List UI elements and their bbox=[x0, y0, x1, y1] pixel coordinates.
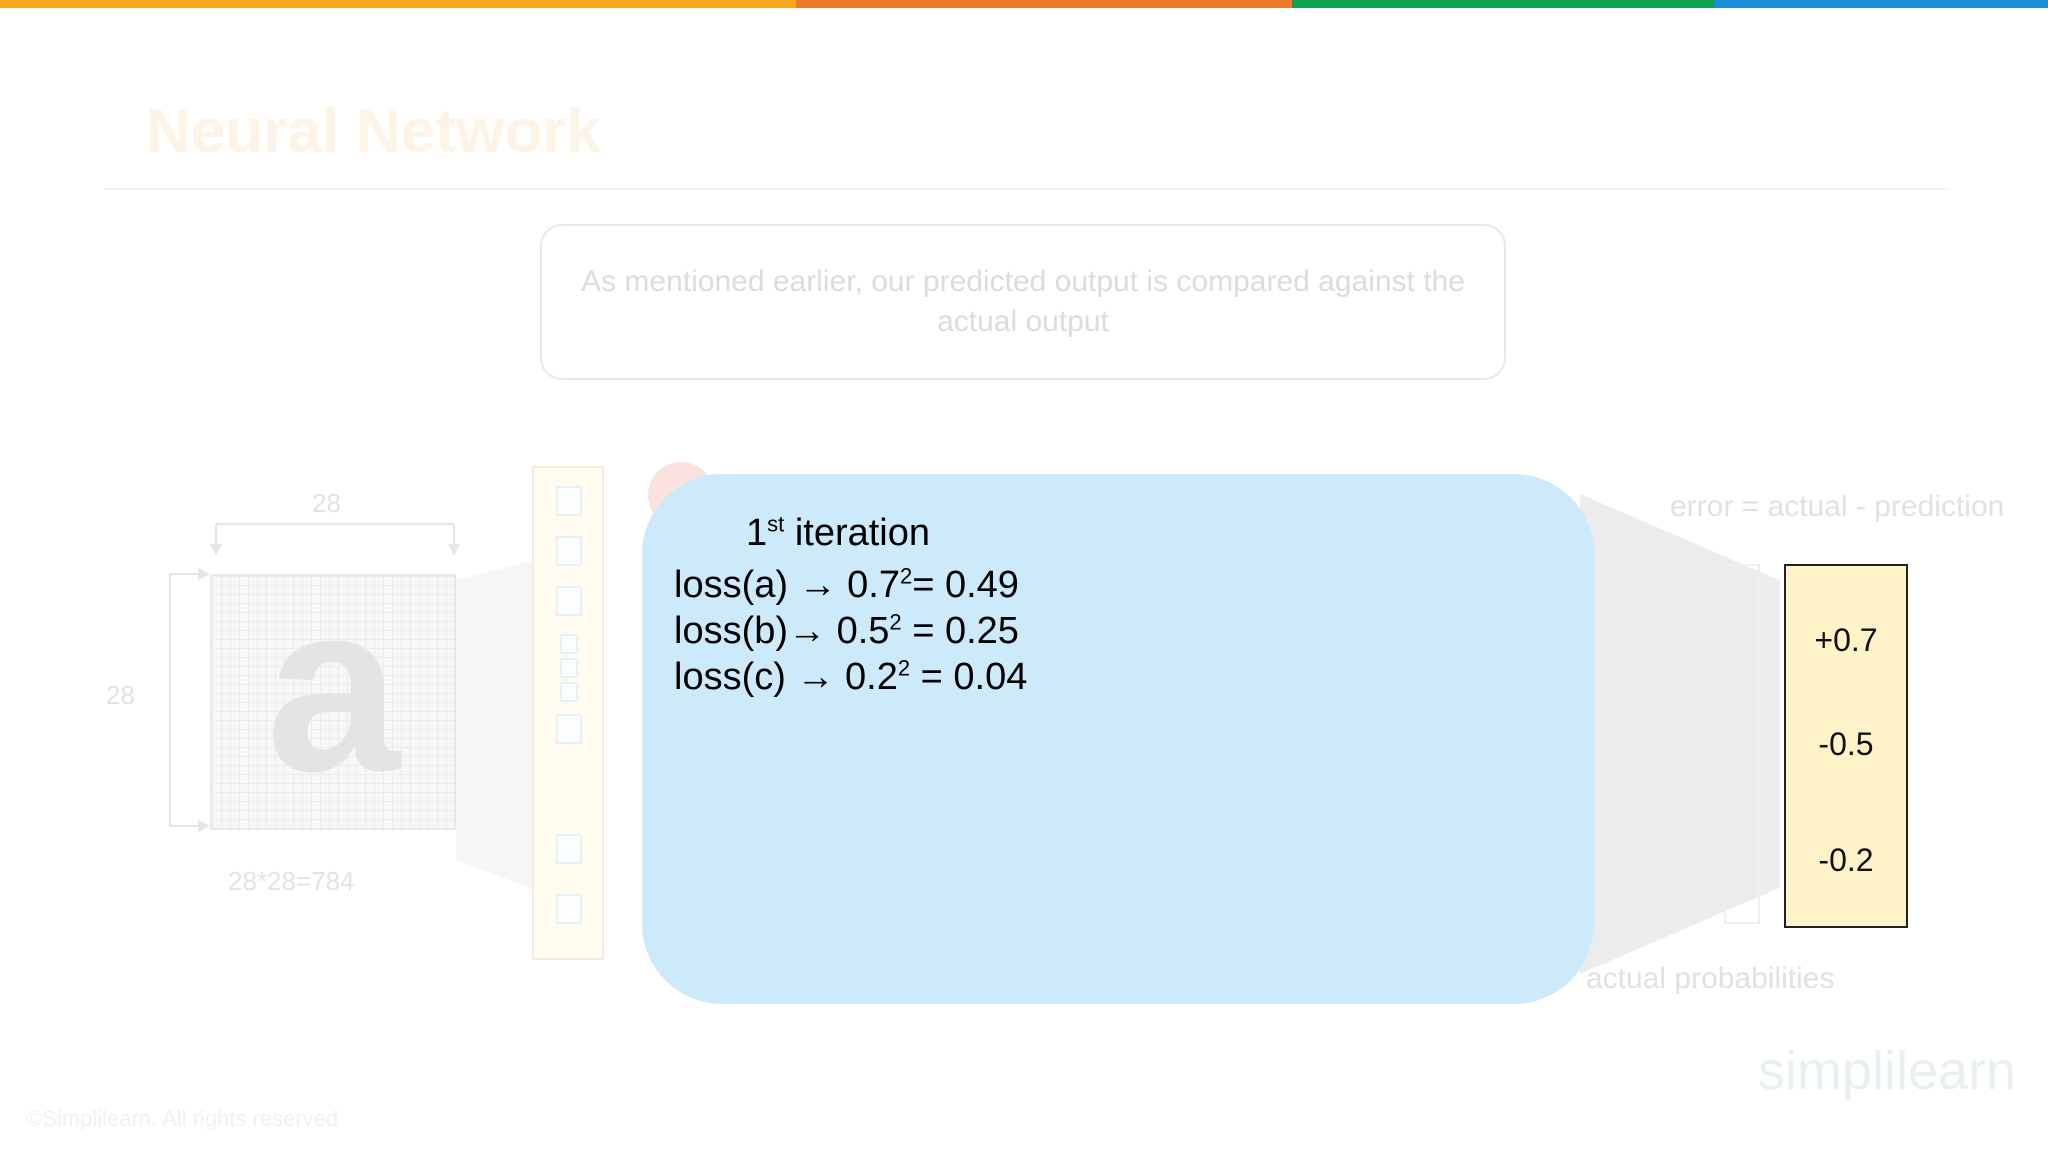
accent-segment-blue bbox=[1714, 0, 2048, 8]
error-value-c: -0.2 bbox=[1818, 842, 1874, 878]
loss-b-prefix: loss(b)→ 0.5 bbox=[674, 610, 890, 652]
title-divider bbox=[104, 188, 1950, 190]
input-image-grid: a bbox=[210, 567, 456, 830]
loss-line-a: loss(a) → 0.72= 0.49 bbox=[674, 564, 1019, 607]
input-neuron bbox=[556, 586, 582, 616]
error-value-b: -0.5 bbox=[1818, 726, 1874, 762]
error-value-a: +0.7 bbox=[1814, 622, 1878, 658]
input-neuron bbox=[556, 714, 582, 744]
letter-a-glyph: a bbox=[266, 553, 400, 821]
input-neuron bbox=[560, 634, 578, 654]
output-funnel bbox=[1580, 494, 1780, 974]
loss-c-exponent: 2 bbox=[897, 655, 911, 681]
loss-line-c: loss(c) → 0.22 = 0.04 bbox=[674, 656, 1027, 699]
width-dimension-arrow bbox=[210, 523, 460, 556]
input-neuron bbox=[560, 658, 578, 678]
slide-title: Neural Network bbox=[146, 97, 601, 166]
input-neuron bbox=[560, 682, 578, 702]
error-values-box: +0.7 -0.5 -0.2 bbox=[1784, 564, 1908, 928]
copyright-notice: ©Simplilearn. All rights reserved bbox=[26, 1106, 339, 1131]
callout-text: As mentioned earlier, our predicted outp… bbox=[581, 265, 1465, 338]
loss-a-prefix: loss(a) → 0.7 bbox=[674, 564, 900, 606]
width-label: 28 bbox=[312, 488, 341, 518]
iteration-number: 1 bbox=[746, 512, 768, 554]
accent-segment-red bbox=[796, 0, 1292, 8]
iteration-word: iteration bbox=[794, 512, 931, 554]
loss-b-exponent: 2 bbox=[889, 609, 902, 635]
loss-calculation-panel bbox=[642, 474, 1594, 1004]
loss-line-b: loss(b)→ 0.52 = 0.25 bbox=[674, 610, 1019, 653]
loss-a-exponent: 2 bbox=[899, 563, 913, 589]
pixel-count-label: 28*28=784 bbox=[228, 866, 355, 896]
callout-box: As mentioned earlier, our predicted outp… bbox=[540, 224, 1506, 380]
input-neuron bbox=[556, 834, 582, 864]
input-layer bbox=[532, 466, 604, 960]
accent-segment-orange bbox=[0, 0, 796, 8]
height-label: 28 bbox=[106, 680, 135, 710]
input-funnel bbox=[456, 560, 536, 890]
input-neuron bbox=[556, 486, 582, 516]
accent-segment-green bbox=[1292, 0, 1714, 8]
brand-logo: simplilearn bbox=[1758, 1041, 2017, 1101]
input-neuron bbox=[556, 894, 582, 924]
prediction-column bbox=[1724, 564, 1760, 924]
loss-c-result: = 0.04 bbox=[910, 656, 1028, 698]
error-formula: error = actual - prediction bbox=[1670, 490, 2005, 523]
height-dimension-arrow bbox=[169, 568, 210, 832]
iteration-heading: 1st iteration bbox=[746, 512, 930, 555]
input-neuron bbox=[556, 536, 582, 566]
loss-c-prefix: loss(c) → 0.2 bbox=[674, 656, 898, 698]
actual-probabilities-label: actual probabilities bbox=[1586, 962, 1835, 995]
loss-b-result: = 0.25 bbox=[901, 610, 1019, 652]
loss-a-result: = 0.49 bbox=[912, 564, 1019, 606]
iteration-ordinal: st bbox=[767, 511, 785, 537]
top-accent-bar bbox=[0, 0, 2048, 8]
